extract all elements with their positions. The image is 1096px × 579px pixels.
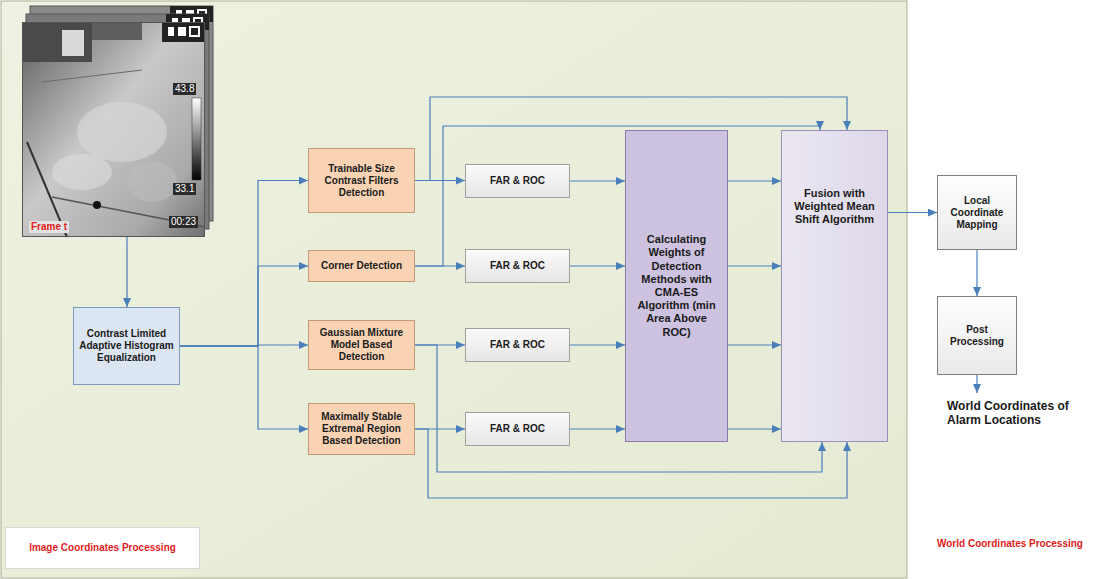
overlay-text: 43.8 — [173, 83, 196, 95]
thermal-image — [22, 22, 205, 237]
connector-arrow — [888, 212, 937, 213]
node-text: Local Coordinate Mapping — [943, 195, 1011, 231]
optimizer-box: Calculating Weights of Detection Methods… — [625, 130, 728, 442]
node-text: World Coordinates of Alarm Locations — [947, 399, 1078, 428]
evaluation-box: FAR & ROC — [465, 412, 570, 446]
node-text: Gaussian Mixture Model Based Detection — [314, 327, 409, 363]
connector-arrow — [976, 250, 977, 296]
connector-arrow — [126, 237, 127, 307]
connector-arrow — [728, 180, 781, 181]
fusion-box: Fusion with Weighted Mean Shift Algorith… — [781, 130, 888, 442]
detector-box: Gaussian Mixture Model Based Detection — [308, 320, 415, 370]
connector-arrow — [728, 344, 781, 345]
process-box: Local Coordinate Mapping — [937, 175, 1017, 250]
connector-arrow — [180, 346, 308, 429]
overlay-text: 33.1 — [173, 183, 196, 195]
detector-box: Maximally Stable Extremal Region Based D… — [308, 403, 415, 455]
overlay-text: Frame t — [29, 221, 69, 233]
connector-arrow — [180, 266, 308, 346]
connector-arrow — [728, 265, 781, 266]
evaluation-box: FAR & ROC — [465, 328, 570, 362]
connector-arrow — [415, 345, 822, 472]
node-text: FAR & ROC — [490, 175, 545, 187]
connector-arrow — [570, 265, 625, 266]
detector-box: Corner Detection — [308, 250, 415, 282]
node-text: Trainable Size Contrast Filters Detectio… — [314, 163, 409, 199]
processing-panel — [1, 1, 907, 578]
node-text: Maximally Stable Extremal Region Based D… — [314, 411, 409, 447]
node-text: FAR & ROC — [490, 423, 545, 435]
thermal-frame: 43.8 33.1 00:23 Frame t — [22, 22, 205, 237]
node-text: Fusion with Weighted Mean Shift Algorith… — [787, 187, 882, 227]
process-box: Post Processing — [937, 296, 1017, 375]
node-text: Image Coordinates Processing — [29, 542, 176, 554]
detector-box: Trainable Size Contrast Filters Detectio… — [308, 148, 415, 213]
region-label: Image Coordinates Processing — [5, 527, 200, 569]
node-text: FAR & ROC — [490, 339, 545, 351]
connector-arrow — [570, 428, 625, 429]
evaluation-box: FAR & ROC — [465, 164, 570, 198]
region-label: World Coordinates Processing — [937, 538, 1083, 550]
node-text: Calculating Weights of Detection Methods… — [631, 233, 722, 339]
node-text: Contrast Limited Adaptive Histogram Equa… — [79, 328, 174, 364]
connector-arrow — [570, 180, 625, 181]
node-text: Corner Detection — [321, 260, 402, 272]
process-box: Contrast Limited Adaptive Histogram Equa… — [73, 307, 180, 385]
output-text: World Coordinates of Alarm Locations — [945, 393, 1080, 433]
connector-arrow — [570, 344, 625, 345]
connector-arrow — [728, 428, 781, 429]
connector-arrow — [415, 126, 820, 266]
evaluation-box: FAR & ROC — [465, 249, 570, 283]
connector-arrow — [976, 375, 977, 393]
overlay-text: 00:23 — [169, 216, 198, 228]
node-text: Post Processing — [943, 324, 1011, 348]
connector-arrow — [180, 181, 308, 347]
node-text: FAR & ROC — [490, 260, 545, 272]
